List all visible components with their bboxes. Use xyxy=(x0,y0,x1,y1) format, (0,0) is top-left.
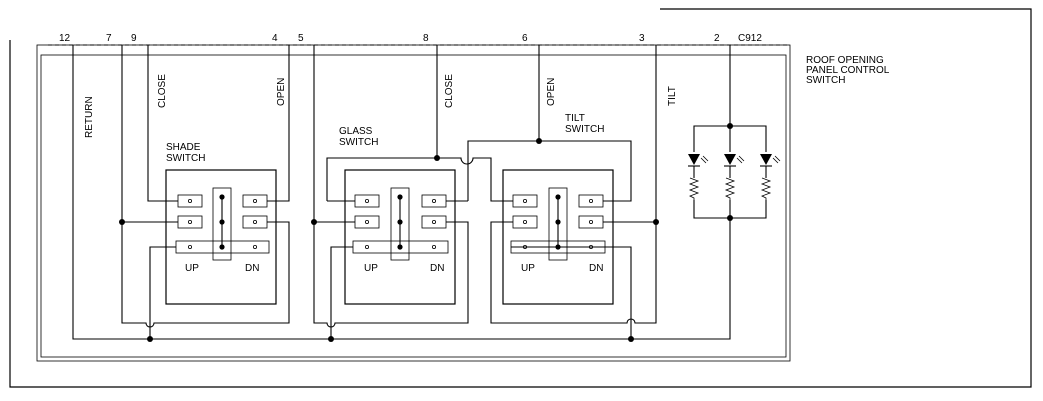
connector-id: C912 xyxy=(738,33,762,44)
splice-dot xyxy=(434,155,440,161)
component-label: ROOF OPENING PANEL CONTROL SWITCH xyxy=(806,55,892,86)
switch-contact-dot xyxy=(555,219,561,225)
page-frame xyxy=(9,8,1032,388)
switch-down-label: DN xyxy=(589,263,603,274)
switch-contact-dot xyxy=(397,244,403,250)
switch-right-terminal xyxy=(421,215,447,229)
connector-pin-labels: 12 7 9 4 5 8 6 3 2 C912 xyxy=(59,33,762,44)
wire-open-shade xyxy=(267,45,290,202)
wire-pin-7 xyxy=(121,45,290,328)
splice-points xyxy=(119,123,733,342)
splice-dot xyxy=(328,336,334,342)
switch-down-label: DN xyxy=(245,263,259,274)
wire-label-close-glass: CLOSE xyxy=(444,74,455,108)
switch-left-terminal xyxy=(512,194,538,208)
component-inner-border xyxy=(40,54,787,358)
wire-close-shade xyxy=(147,45,178,202)
switch-right-terminal xyxy=(578,194,604,208)
switch-up-label: UP xyxy=(364,263,378,274)
splice-dot xyxy=(119,219,125,225)
switch-left-terminal xyxy=(512,215,538,229)
terminal-screws xyxy=(523,198,594,249)
glass-switch: UP DN xyxy=(344,169,456,305)
wire-open-glass-branch xyxy=(446,140,632,202)
splice-dot xyxy=(653,219,659,225)
switch-right-terminal xyxy=(242,215,268,229)
shade-switch: UP DN xyxy=(165,169,277,305)
switch-left-terminal xyxy=(177,194,203,208)
pin-label: 2 xyxy=(714,33,720,44)
pin-label: 12 xyxy=(59,33,71,44)
splice-dot xyxy=(147,336,153,342)
switch-contact-dot xyxy=(555,194,561,200)
switch-box xyxy=(344,169,456,305)
pin-label: 7 xyxy=(106,33,112,44)
wire-label-open-shade: OPEN xyxy=(276,78,287,106)
led-icon xyxy=(688,154,709,200)
terminal-screws xyxy=(364,198,436,249)
led-icon xyxy=(724,154,745,200)
switch-left-terminal xyxy=(177,215,203,229)
pin-label: 3 xyxy=(639,33,645,44)
wire-label-open-glass: OPEN xyxy=(546,78,557,106)
tilt-switch: UP DN xyxy=(502,169,614,305)
pin-label: 5 xyxy=(298,33,304,44)
switch-contact-dot xyxy=(219,194,225,200)
pin-label: 4 xyxy=(272,33,278,44)
wire-shade-bus xyxy=(149,246,176,339)
wire-label-close-shade: CLOSE xyxy=(157,74,168,108)
switch-contact-dot xyxy=(397,194,403,200)
switch-contact-dot xyxy=(219,244,225,250)
switch-contact-dot xyxy=(219,219,225,225)
pin-label: 9 xyxy=(131,33,137,44)
switch-plunger xyxy=(212,187,232,261)
switch-right-terminal xyxy=(242,194,268,208)
led-icon xyxy=(760,154,781,200)
splice-dot xyxy=(628,336,634,342)
splice-dot xyxy=(727,215,733,221)
component-label-line: ROOF OPENING xyxy=(806,55,884,66)
terminal-screws xyxy=(187,198,257,249)
switch-down-label: DN xyxy=(430,263,444,274)
switch-right-terminal xyxy=(578,215,604,229)
splice-dot xyxy=(536,138,542,144)
switch-left-terminal xyxy=(354,194,380,208)
switch-plunger xyxy=(390,187,410,261)
switch-right-terminal xyxy=(421,194,447,208)
switch-up-label: UP xyxy=(521,263,535,274)
wiring xyxy=(72,45,731,340)
switch-plunger xyxy=(548,187,568,261)
component-label-line: PANEL CONTROL xyxy=(806,65,890,76)
wire-close-glass-branch xyxy=(326,157,513,202)
wire-pin-5 xyxy=(313,45,469,328)
switch-box xyxy=(165,169,277,305)
wire-return xyxy=(72,45,731,340)
splice-dot xyxy=(727,123,733,129)
component-outer-border xyxy=(36,44,791,362)
switch-left-terminal xyxy=(354,215,380,229)
wire-tilt xyxy=(490,45,657,324)
splice-dot xyxy=(311,219,317,225)
switch-up-label: UP xyxy=(185,263,199,274)
wire-glass-bus xyxy=(330,246,353,339)
switch-contact-dot xyxy=(397,219,403,225)
switch-box xyxy=(502,169,614,305)
pin-label: 6 xyxy=(522,33,528,44)
wire-label-tilt: TILT xyxy=(667,86,678,106)
wire-label-return: RETURN xyxy=(84,96,95,138)
illumination-leds xyxy=(688,125,781,219)
pin-label: 8 xyxy=(423,33,429,44)
component-label-line: SWITCH xyxy=(806,75,845,86)
led-feed xyxy=(693,125,767,152)
